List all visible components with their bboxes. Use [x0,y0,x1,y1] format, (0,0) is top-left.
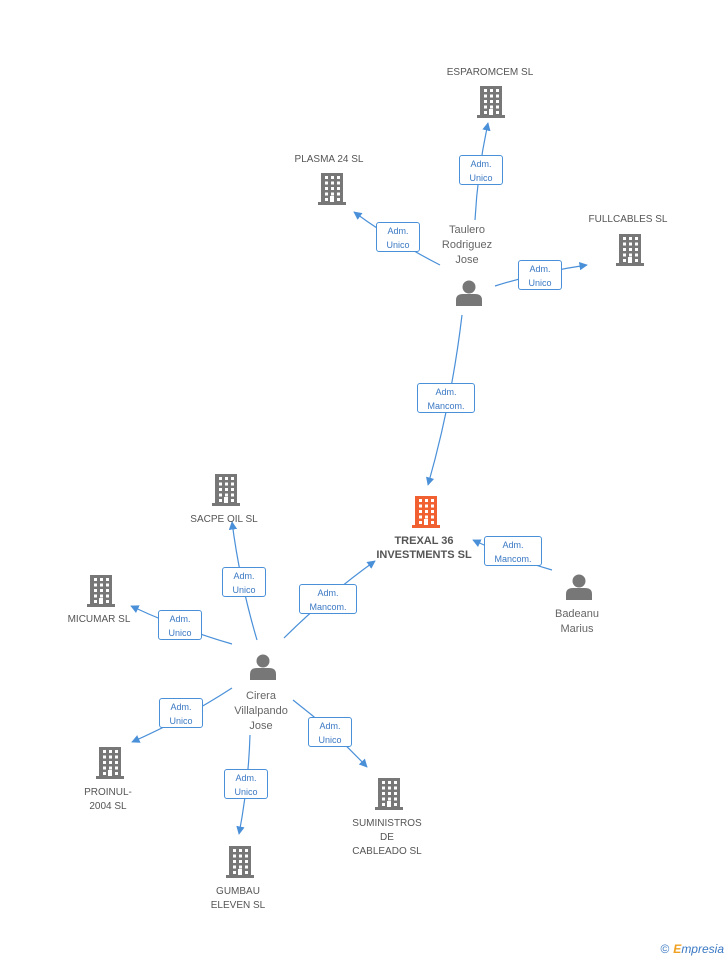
edge-label-line: Adm. [170,702,192,712]
person-label-taulero-line: Rodriguez [441,239,493,251]
edge-label-line: Unico [528,278,552,288]
company-label-micumar-line: MICUMAR SL [67,614,131,625]
brand-initial: E [673,942,682,956]
company-label-plasma24: PLASMA 24 SL [295,153,364,167]
edge-label-line: Unico [469,173,493,183]
company-label-proinul-line: 2004 SL [89,801,127,812]
company-label-micumar: MICUMAR SL [68,613,131,627]
building-icon-gumbau[interactable] [226,846,254,878]
edge-label-line: Mancom. [427,401,465,411]
company-label-trexal: TREXAL 36 INVESTMENTS SL [376,534,471,562]
company-label-proinul: PROINUL- 2004 SL [84,786,132,814]
edge-label-cirera-proinul[interactable]: Adm. Unico [159,698,203,728]
person-label-taulero-line: Taulero [448,224,486,236]
person-label-cirera-line: Villalpando [234,705,288,717]
building-icon-trexal[interactable] [412,496,440,528]
company-label-suministros-line: SUMINISTROS [352,818,422,829]
edge-label-line: Unico [168,628,192,638]
person-icon-taulero[interactable] [456,280,482,307]
person-label-badeanu-line: Marius [560,623,594,635]
person-icon-badeanu[interactable] [566,574,592,601]
company-label-esparomcem-line: ESPAROMCEM SL [446,67,534,78]
company-label-suministros-line: CABLEADO SL [352,846,422,857]
person-label-taulero-line: Jose [455,254,479,266]
edge-label-taulero-plasma24[interactable]: Adm. Unico [376,222,420,252]
company-label-fullcables-line: FULLCABLES SL [588,214,668,225]
edge-label-line: Unico [232,585,256,595]
company-label-gumbau: GUMBAU ELEVEN SL [211,885,265,913]
company-label-esparomcem: ESPAROMCEM SL [447,66,534,80]
building-icon-sacpe[interactable] [212,474,240,506]
edge-label-cirera-micumar[interactable]: Adm. Unico [158,610,202,640]
edge-label-line: Adm. [435,387,457,397]
edge-label-line: Adm. [319,721,341,731]
company-label-fullcables: FULLCABLES SL [589,213,668,227]
person-icon-cirera[interactable] [250,654,276,681]
edge-label-line: Mancom. [309,602,347,612]
edge-label-taulero-fullcables[interactable]: Adm. Unico [518,260,562,290]
company-label-suministros: SUMINISTROS DE CABLEADO SL [352,817,421,859]
edge-label-line: Unico [318,735,342,745]
edge-label-line: Mancom. [494,554,532,564]
edge-label-taulero-esparomcem[interactable]: Adm. Unico [459,155,503,185]
edge-label-line: Adm. [235,773,257,783]
edge-label-line: Adm. [502,540,524,550]
edge-label-cirera-suministros[interactable]: Adm. Unico [308,717,352,747]
edge-label-line: Adm. [169,614,191,624]
building-icon-suministros[interactable] [375,778,403,810]
copyright-icon: © [660,942,670,956]
edge-label-cirera-sacpe[interactable]: Adm. Unico [222,567,266,597]
empresia-watermark[interactable]: ©Empresia [660,942,724,956]
edge-label-badeanu-trexal[interactable]: Adm. Mancom. [484,536,542,566]
building-icon-fullcables[interactable] [616,234,644,266]
person-label-cirera-line: Jose [249,720,273,732]
brand-name: mpresia [681,942,724,956]
edge-label-line: Unico [169,716,193,726]
company-label-plasma24-line: PLASMA 24 SL [294,154,364,165]
edge-label-cirera-trexal[interactable]: Adm. Mancom. [299,584,357,614]
edge-label-cirera-gumbau[interactable]: Adm. Unico [224,769,268,799]
company-label-proinul-line: PROINUL- [84,787,132,798]
building-icon-proinul[interactable] [96,747,124,779]
edge-label-line: Adm. [529,264,551,274]
edge-label-line: Adm. [387,226,409,236]
edge-label-line: Adm. [317,588,339,598]
company-label-gumbau-line: GUMBAU [216,886,260,897]
edge-label-line: Adm. [233,571,255,581]
edge-label-line: Unico [386,240,410,250]
company-label-sacpe-line: SACPE OIL SL [190,514,258,525]
building-icon-micumar[interactable] [87,575,115,607]
building-icon-esparomcem[interactable] [477,86,505,118]
company-label-trexal-line: TREXAL 36 [394,535,454,547]
edge-label-line: Adm. [470,159,492,169]
edge-label-line: Unico [234,787,258,797]
edge-label-taulero-trexal[interactable]: Adm. Mancom. [417,383,475,413]
company-label-trexal-line: INVESTMENTS SL [376,549,472,561]
person-label-badeanu-line: Badeanu [554,608,600,620]
company-label-gumbau-line: ELEVEN SL [210,900,266,911]
building-icon-plasma24[interactable] [318,173,346,205]
person-label-cirera-line: Cirera [246,690,276,702]
company-label-suministros-line: DE [380,832,394,843]
company-label-sacpe: SACPE OIL SL [190,513,257,527]
